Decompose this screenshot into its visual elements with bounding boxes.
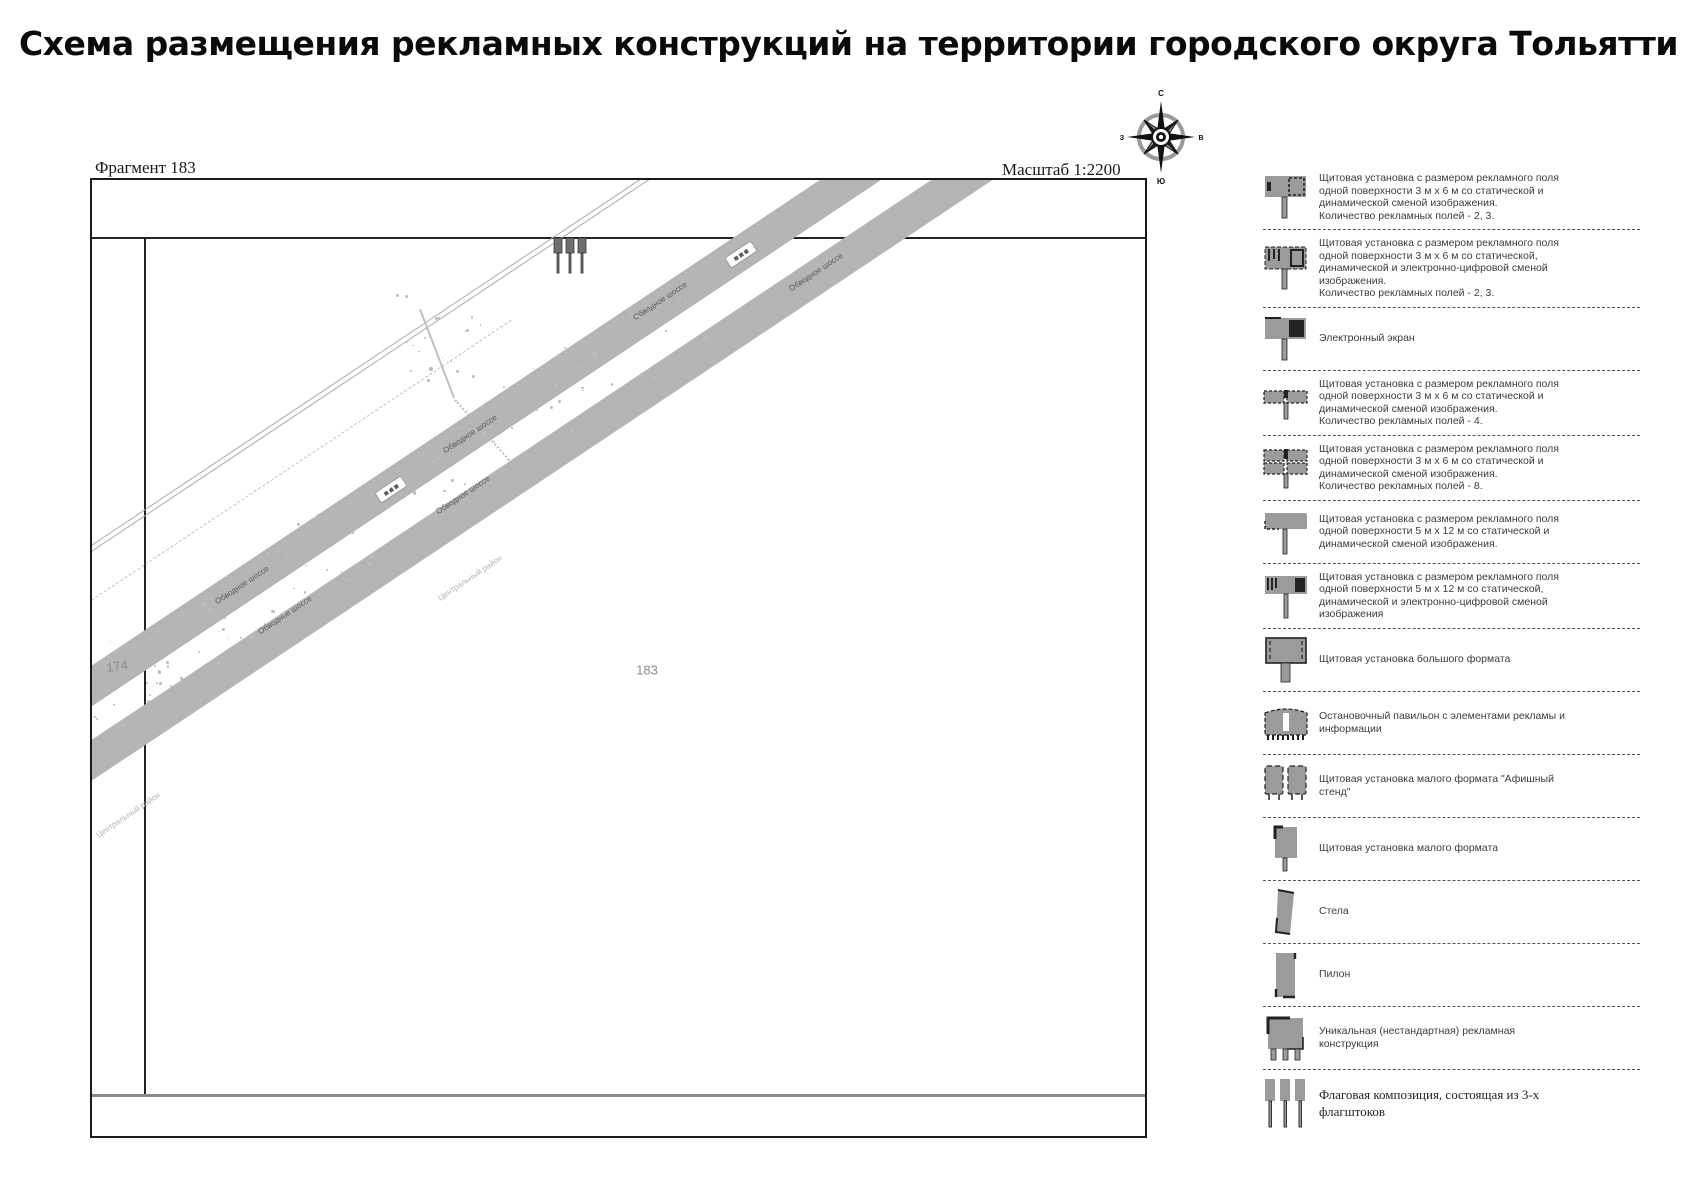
legend-item: Щитовая установка с размером рекламного …: [1263, 436, 1640, 501]
legend-item: Щитовая установка малого формата "Афишны…: [1263, 755, 1640, 818]
district-label: Центральный район: [436, 553, 504, 603]
legend-item-label: Щитовая установка с размером рекламного …: [1319, 442, 1559, 493]
billboard-5x12-digital-icon: [1263, 572, 1319, 620]
page-title: Схема размещения рекламных конструкций н…: [19, 24, 1678, 63]
compass-north-label: С: [1158, 89, 1164, 98]
legend: Щитовая установка с размером рекламного …: [1263, 165, 1640, 1136]
legend-item-label: Остановочный павильон с элементами рекла…: [1319, 710, 1565, 735]
legend-item: Флаговая композиция, состоящая из 3-х фл…: [1263, 1070, 1640, 1136]
map-area: Обводное шоссе Обводное шоссе Обводное ш…: [90, 178, 1147, 1138]
fragment-bottom-border: [92, 1094, 1145, 1097]
billboard-3x6-digital-icon: [1263, 244, 1319, 292]
fragment-number: 183: [636, 662, 658, 678]
legend-item-label: Щитовая установка малого формата: [1319, 842, 1499, 855]
legend-item-label: Щитовая установка с размером рекламного …: [1319, 377, 1559, 428]
legend-item: Пилон: [1263, 944, 1640, 1007]
compass-east-label: В: [1198, 135, 1203, 142]
flag-composition-icon: [1263, 1077, 1319, 1129]
road-branch: [419, 308, 455, 399]
unique-construction-icon: [1263, 1014, 1319, 1062]
adjacent-fragment-number: 174: [105, 657, 129, 675]
legend-item: Щитовая установка с размером рекламного …: [1263, 564, 1640, 629]
poster-stand-icon: [1263, 762, 1319, 810]
compass-south-label: Ю: [1157, 177, 1165, 186]
legend-item-label: Пилон: [1319, 968, 1351, 981]
small-format-icon: [1263, 825, 1319, 873]
legend-item-label: Электронный экран: [1319, 332, 1415, 345]
billboard-3x6-static-icon: [1263, 173, 1319, 221]
pylon-icon: [1263, 951, 1319, 999]
fragment-top-border: [92, 237, 1145, 239]
legend-item-label: Флаговая композиция, состоящая из 3-х фл…: [1319, 1086, 1540, 1119]
legend-item-label: Щитовая установка с размером рекламного …: [1319, 172, 1559, 222]
legend-item-label: Щитовая установка с размером рекламного …: [1319, 512, 1559, 550]
legend-item: Остановочный павильон с элементами рекла…: [1263, 692, 1640, 755]
legend-item: Щитовая установка с размером рекламного …: [1263, 165, 1640, 230]
legend-item: Щитовая установка с размером рекламного …: [1263, 371, 1640, 436]
legend-item: Щитовая установка большого формата: [1263, 629, 1640, 692]
legend-item-label: Щитовая установка с размером рекламного …: [1319, 570, 1559, 621]
legend-item: Стела: [1263, 881, 1640, 944]
legend-item: Уникальная (нестандартная) рекламная кон…: [1263, 1007, 1640, 1070]
scale-label: Масштаб 1:2200: [1002, 160, 1121, 179]
legend-item-label: Щитовая установка с размером рекламного …: [1319, 237, 1559, 299]
legend-item: Щитовая установка с размером рекламного …: [1263, 501, 1640, 564]
district-label: Центральный район: [94, 790, 162, 840]
legend-item-label: Щитовая установка малого формата "Афишны…: [1319, 773, 1554, 798]
legend-item: Щитовая установка с размером рекламного …: [1263, 230, 1640, 308]
compass-west-label: З: [1120, 135, 1125, 142]
billboard-5x12-static-icon: [1263, 508, 1319, 556]
electronic-screen-icon: [1263, 315, 1319, 363]
legend-item-label: Щитовая установка большого формата: [1319, 653, 1511, 666]
flag-composition-marker-icon: [553, 238, 587, 274]
legend-item: Щитовая установка малого формата: [1263, 818, 1640, 881]
billboard-large-format-icon: [1263, 636, 1319, 684]
legend-item-label: Стела: [1319, 905, 1349, 918]
billboard-3x6-8fields-icon: [1263, 444, 1319, 492]
legend-item-label: Уникальная (нестандартная) рекламная кон…: [1319, 1025, 1516, 1050]
fragment-label: Фрагмент 183: [95, 158, 196, 177]
legend-item: Электронный экран: [1263, 308, 1640, 371]
bus-pavilion-icon: [1263, 699, 1319, 747]
billboard-3x6-4fields-icon: [1263, 379, 1319, 427]
compass-rose-icon: С Ю В З: [1120, 89, 1204, 186]
stela-icon: [1263, 888, 1319, 936]
